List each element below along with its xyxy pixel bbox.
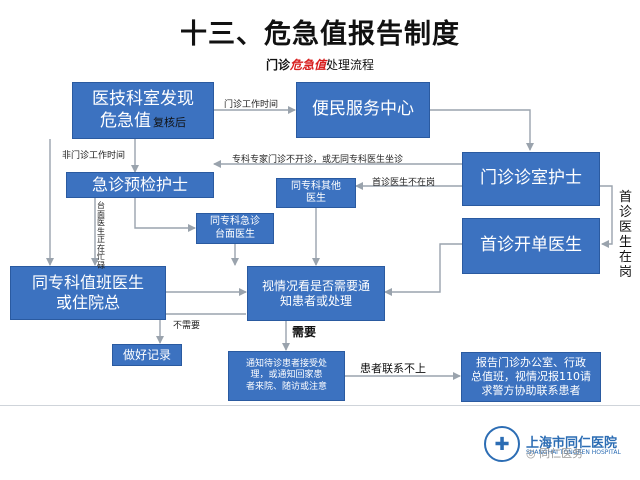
label-er-doctor-on-duty: 台面医生正在忙碌: [97, 201, 105, 270]
arrow-triage-to-er-doctor: [134, 198, 196, 232]
node-first-doctor-text: 首诊开单医生: [480, 235, 582, 256]
label-clinic-hours: 门诊工作时间: [224, 100, 279, 110]
node-other-doctor: 同专科其他 医生: [276, 178, 356, 208]
node-clinic-nurse: 门诊诊室护士: [462, 152, 600, 206]
page-title: 十三、危急值报告制度: [180, 19, 460, 50]
arrow-clinic-nurse-to-first-doctor: [600, 185, 613, 248]
node-report-line3: 求警方协助联系患者: [481, 383, 581, 397]
subtitle-highlight: 危急值: [289, 58, 326, 72]
node-lab-detect-line1: 医技科室发现: [92, 89, 194, 110]
node-lab-detect: 医技科室发现 危急值复核后: [72, 82, 214, 139]
subtitle-prefix: 门诊: [265, 58, 290, 72]
node-er-doctor-line1: 同专科急诊: [210, 216, 260, 227]
label-non-clinic-hours: 非门诊工作时间: [62, 151, 126, 161]
node-report-line1: 报告门诊办公室、行政: [476, 356, 586, 370]
node-er-doctor: 同专科急诊 台面医生: [196, 213, 274, 244]
node-er-doctor-line2: 台面医生: [215, 228, 255, 240]
label-needed: 需要: [292, 325, 317, 339]
node-notify-line3: 者来院、随访或注意: [245, 381, 327, 392]
footer-divider: [0, 405, 640, 406]
arrow-service-to-clinic-nurse: [430, 109, 534, 151]
node-report-line2: 总值班，视情况报110请: [471, 370, 591, 384]
hospital-logo: ✚ 上海市同仁医院 SHANGHAI TONGREN HOSPITAL: [484, 424, 624, 468]
arrow-first-doctor-to-decide: [384, 243, 462, 296]
node-record: 做好记录: [112, 344, 182, 366]
node-other-doctor-line2: 医生: [306, 193, 326, 204]
node-service-center-text: 便民服务中心: [312, 99, 414, 120]
node-decide-line1: 视情况看是否需要通: [261, 278, 370, 293]
node-decide: 视情况看是否需要通 知患者或处理: [247, 266, 385, 321]
hospital-logo-sub: SHANGHAI TONGREN HOSPITAL: [526, 449, 621, 456]
node-triage-nurse-text: 急诊预检护士: [91, 175, 188, 194]
node-record-text: 做好记录: [122, 347, 171, 362]
node-other-doctor-line1: 同专科其他: [291, 180, 341, 192]
node-service-center: 便民服务中心: [296, 82, 430, 138]
node-clinic-nurse-text: 门诊诊室护士: [480, 168, 582, 189]
watermark: ◎ 同仁医务: [526, 445, 583, 461]
node-notify-line2: 理，或通知回家患: [250, 370, 323, 381]
node-report: 报告门诊办公室、行政 总值班，视情况报110请 求警方协助联系患者: [461, 352, 601, 402]
label-unreachable: 患者联系不上: [360, 362, 426, 375]
node-notify-line1: 通知待诊患者接受处: [245, 359, 327, 370]
page-subtitle: 门诊危急值处理流程: [0, 56, 640, 73]
watermark-text: 同仁医务: [539, 447, 584, 460]
node-lab-detect-line2: 危急值: [100, 110, 151, 131]
label-not-needed: 不需要: [173, 321, 201, 331]
node-notify: 通知待诊患者接受处 理，或通知回家患 者来院、随访或注意: [228, 351, 345, 401]
node-oncall-doctor: 同专科值班医生 或住院总: [10, 266, 166, 320]
label-not-on-duty: 首诊医生不在岗: [372, 178, 436, 188]
label-no-specialist: 专科专家门诊不开诊，或无同专科医生坐诊: [232, 155, 404, 165]
hospital-logo-name: 上海市同仁医院: [526, 436, 618, 451]
node-oncall-doctor-line2: 或住院总: [55, 293, 120, 312]
hospital-emblem-icon: ✚: [484, 426, 520, 462]
node-triage-nurse: 急诊预检护士: [66, 172, 214, 198]
label-first-doctor-on-duty: 首诊医生在岗: [619, 190, 633, 280]
node-oncall-doctor-line1: 同专科值班医生: [31, 273, 144, 292]
node-lab-detect-line2-wrap: 危急值复核后: [100, 111, 186, 132]
node-decide-line2: 知患者或处理: [279, 293, 352, 308]
node-first-doctor: 首诊开单医生: [462, 218, 600, 274]
node-lab-detect-small: 复核后: [153, 115, 186, 129]
wechat-icon: ◎: [526, 447, 536, 460]
subtitle-suffix: 处理流程: [326, 58, 375, 72]
